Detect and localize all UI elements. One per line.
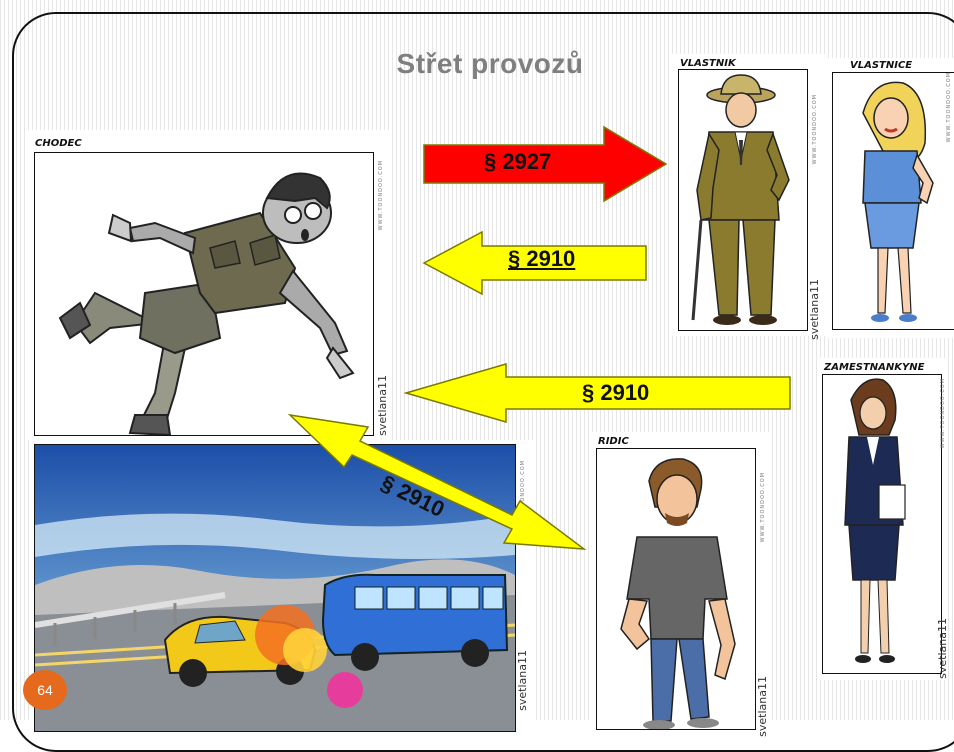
- card-label-vlastnice: VLASTNICE: [850, 60, 913, 71]
- arrow-yellow-left-middle: [403, 363, 791, 423]
- card-ridic: RIDIC WWW.TOONDOO.COM svetlana11: [590, 432, 772, 737]
- card-label-chodec: CHODEC: [35, 138, 82, 149]
- card-vlastnik: VLASTNIK: [672, 54, 827, 340]
- slide-title: Střet provozů: [396, 48, 584, 79]
- card-ridic-signature: svetlana11: [756, 676, 769, 737]
- card-vlastnice: VLASTNICE WWW.TOONDOO.COM: [826, 58, 954, 338]
- card-crash-signature: svetlana11: [516, 650, 529, 711]
- pedestrian-falling-illustration: [58, 172, 355, 435]
- arrow-yellow-left-top: [422, 230, 647, 296]
- card-vlastnik-frame: [678, 69, 808, 331]
- arrow-red-label: § 2927: [484, 149, 552, 174]
- card-vlastnice-frame: [832, 72, 954, 330]
- arrow-yellow-middle-label: § 2910: [582, 380, 650, 405]
- driver-man-illustration: [620, 458, 736, 729]
- card-label-vlastnik: VLASTNIK: [680, 58, 736, 69]
- card-vlastnik-signature: svetlana11: [808, 279, 821, 340]
- card-ridic-frame: [596, 448, 756, 730]
- card-label-ridic: RIDIC: [598, 436, 629, 447]
- card-vlastnik-watermark: WWW.TOONDOO.COM: [812, 94, 818, 165]
- page-number-badge: 64: [23, 670, 67, 710]
- employee-woman-illustration: [844, 378, 906, 663]
- card-zamestnankyne-frame: [822, 374, 942, 674]
- arrow-yellow-double-diagonal: [287, 413, 587, 550]
- card-ridic-watermark: WWW.TOONDOO.COM: [760, 472, 766, 543]
- arrow-red-right: [423, 125, 668, 203]
- card-zamestnankyne-signature: svetlana11: [936, 618, 949, 679]
- card-chodec-watermark: WWW.TOONDOO.COM: [378, 160, 384, 231]
- card-zamestnankyne: ZAMESTNANKYNE WWW.TOONDOO.CO: [818, 358, 949, 680]
- card-chodec-frame: [34, 152, 374, 436]
- card-chodec: CHODEC: [26, 130, 390, 440]
- owner-woman-illustration: [862, 81, 934, 322]
- card-zamestnankyne-watermark: WWW.TOONDOO.COM: [940, 378, 946, 449]
- card-label-zamestnankyne: ZAMESTNANKYNE: [824, 362, 925, 373]
- owner-man-illustration: [691, 74, 790, 325]
- card-vlastnice-watermark: WWW.TOONDOO.COM: [946, 72, 952, 143]
- arrow-yellow-top-label: § 2910: [508, 246, 576, 271]
